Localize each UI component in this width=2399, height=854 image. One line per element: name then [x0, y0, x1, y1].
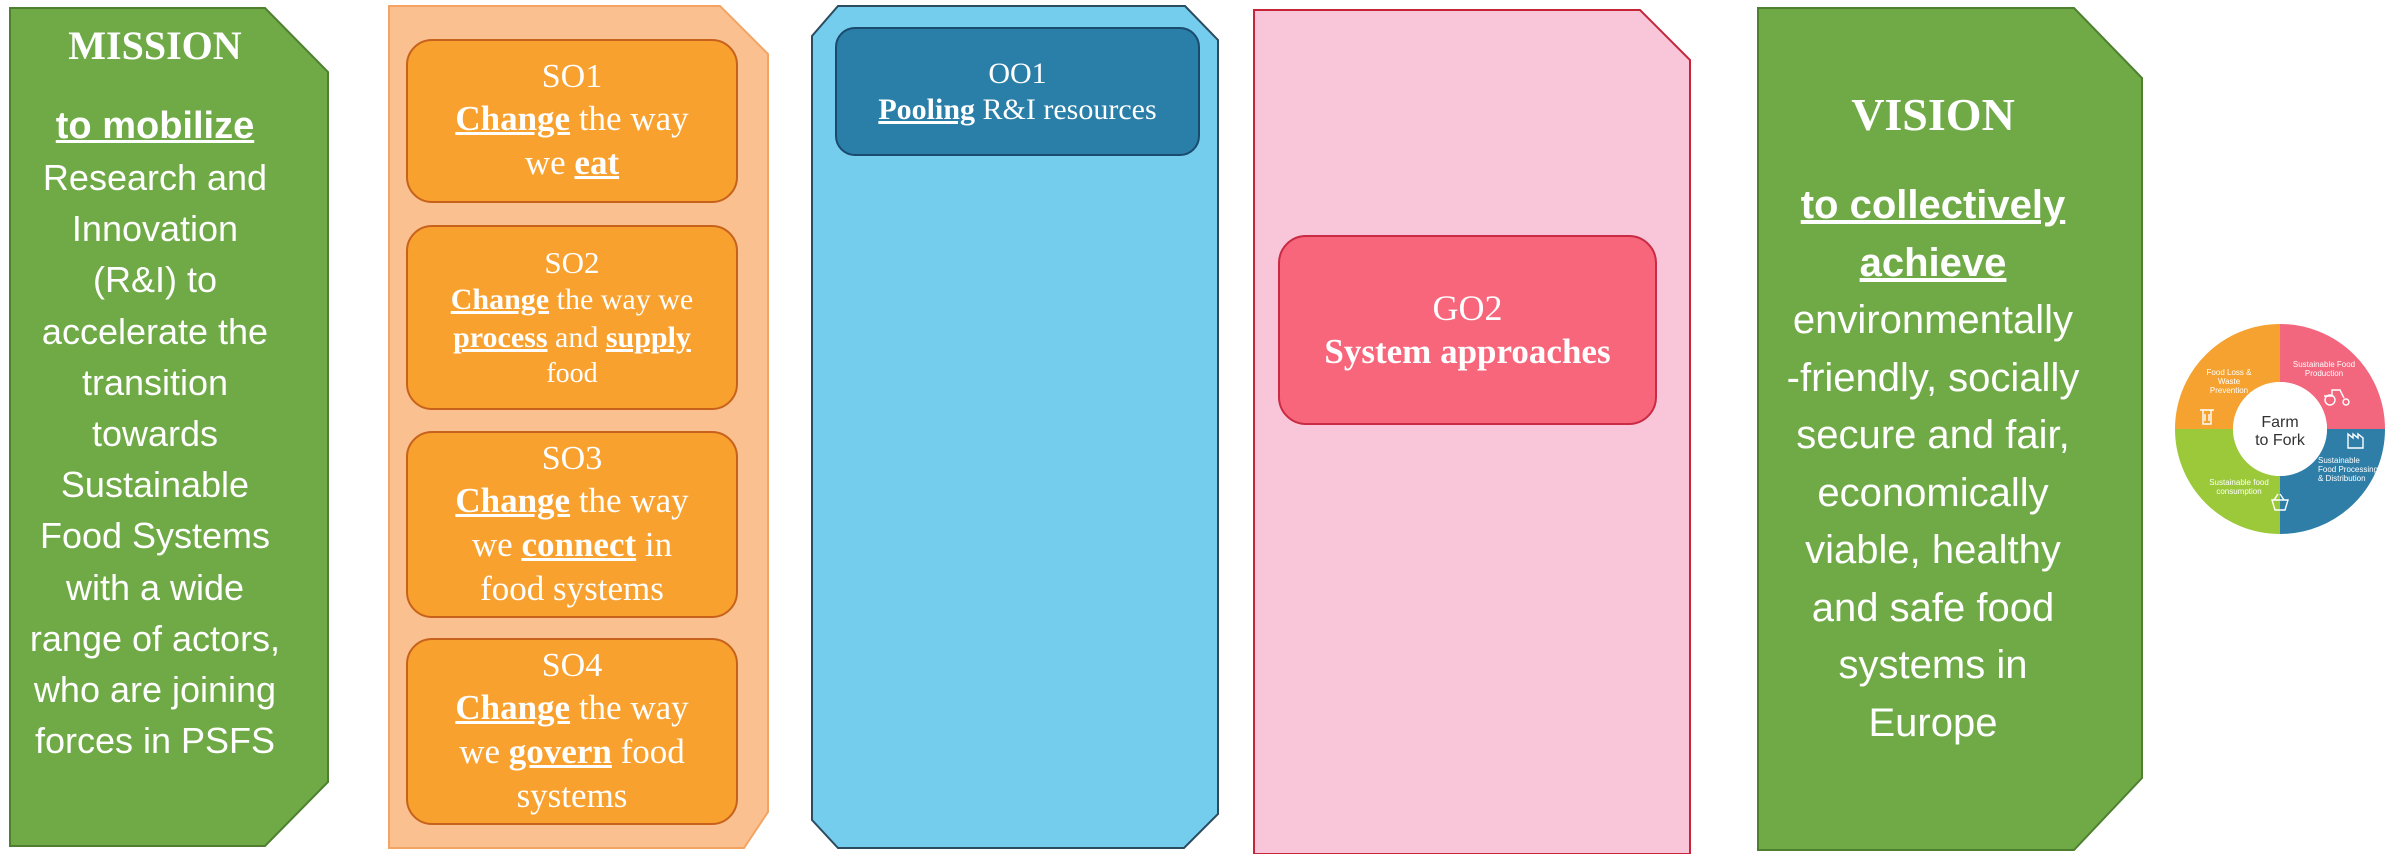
so3-title: SO3 [541, 439, 603, 477]
vision-body: environmentally -friendly, socially secu… [1758, 292, 2108, 752]
so1-keyword-change: Change [455, 99, 571, 138]
vision-arrow-shape [1757, 7, 2143, 851]
so2-line1-rest: the way we [549, 282, 694, 316]
mission-text: MISSION to mobilize Research and Innovat… [0, 20, 310, 766]
vision-line: systems in [1838, 643, 2028, 687]
vision-line: environmentally [1792, 298, 2074, 342]
so4-line2-pre: we [459, 731, 509, 771]
so3-line1-rest: the way [570, 480, 689, 520]
so3-keyword-connect: connect [521, 524, 637, 564]
bin-icon [2200, 409, 2214, 425]
so4-line2-rest: food [611, 731, 685, 771]
so4-keyword-change: Change [455, 687, 571, 727]
operational-objectives-column [800, 0, 1230, 854]
so1-box: SO1 Change the way we eat [406, 39, 738, 203]
so3-line3: food systems [480, 568, 664, 608]
vision-lead-line2: achieve [1859, 241, 2007, 285]
mission-panel: MISSION to mobilize Research and Innovat… [0, 0, 340, 854]
so4-keyword-govern: govern [508, 731, 612, 771]
f2f-label-waste-wrap: Food Loss & Waste Prevention [2206, 368, 2252, 395]
so-column-shape [388, 5, 769, 849]
oo1-title: OO1 [988, 56, 1047, 90]
oo1-keyword-pooling: Pooling [878, 92, 976, 126]
vision-line: economically [1817, 470, 2049, 515]
vision-line: viable, healthy [1805, 528, 2061, 572]
farm-to-fork-center [2233, 382, 2327, 476]
basket-icon [2271, 493, 2289, 511]
vision-line: -friendly, socially [1786, 355, 2080, 400]
vision-panel [1740, 0, 2160, 854]
vision-lead: to collectively achieve [1758, 176, 2108, 292]
tractor-icon [2324, 389, 2350, 406]
vision-line: secure and fair, [1796, 413, 2070, 457]
farm-to-fork-ring: Farm to Fork Sustainable Food Production… [2175, 324, 2385, 534]
oo1-box: OO1 Pooling R&I resources [835, 27, 1200, 156]
so1-line2-pre: we [524, 143, 575, 182]
factory-icon [2347, 432, 2364, 449]
so2-title: SO2 [544, 244, 600, 280]
f2f-label-consumption: Sustainable food consumption [2209, 478, 2269, 496]
so2-box: SO2 Change the way we process and supply… [406, 225, 738, 410]
vision-text: VISION to collectively achieve environme… [1758, 80, 2108, 752]
oo-column-shape [811, 5, 1219, 849]
so1-title: SO1 [541, 58, 603, 95]
general-objectives-column [1240, 0, 1700, 854]
go2-box: GO2 System approaches [1278, 235, 1657, 425]
mission-lead: to mobilize [55, 105, 255, 147]
farm-to-fork-logo: Farm to Fork Sustainable Food Production… [2170, 318, 2390, 540]
so2-keyword-supply: supply [605, 320, 691, 354]
go-column-shape [1253, 9, 1691, 854]
f2f-label-processing-wrap: Sustainable Food Processing & Distributi… [2318, 456, 2379, 483]
so3-line2-rest: in [636, 524, 673, 564]
specific-objectives-column [380, 0, 780, 854]
f2f-label-processing: Sustainable Food Processing & Distributi… [2318, 456, 2379, 483]
f2f-label-consumption-wrap: Sustainable food consumption [2209, 478, 2269, 496]
f2f-center-line2: to Fork [2255, 432, 2306, 449]
oo1-rest: R&I resources [975, 92, 1157, 126]
so1-keyword-eat: eat [574, 143, 620, 182]
so4-box: SO4 Change the way we govern food system… [406, 638, 738, 825]
so2-line2-mid: and [547, 320, 606, 354]
vision-title: VISION [1851, 89, 2015, 140]
vision-line: Europe [1868, 700, 1998, 745]
f2f-label-production: Sustainable Food Production [2292, 360, 2356, 378]
vision-lead-line1: to collectively [1800, 183, 2066, 227]
mission-body: Research and Innovation (R&I) to acceler… [29, 157, 281, 762]
so3-keyword-change: Change [455, 480, 571, 520]
so2-keyword-change: Change [450, 282, 550, 316]
vision-line: and safe food [1811, 585, 2055, 630]
f2f-center-line1: Farm [2261, 414, 2298, 431]
so4-line3: systems [516, 775, 628, 815]
mission-arrow-shape [9, 7, 329, 847]
so3-line2-pre: we [471, 524, 522, 564]
f2f-label-production-wrap: Sustainable Food Production [2292, 360, 2356, 378]
so1-line1-rest: the way [570, 99, 689, 138]
so2-keyword-process: process [453, 320, 548, 354]
go2-title: GO2 [1432, 288, 1503, 328]
so3-box: SO3 Change the way we connect in food sy… [406, 431, 738, 618]
go2-label: System approaches [1324, 332, 1611, 371]
so4-line1-rest: the way [570, 687, 689, 727]
mission-title: MISSION [68, 23, 242, 68]
segment-waste-prevention [2175, 324, 2385, 534]
f2f-label-waste: Food Loss & Waste Prevention [2206, 368, 2252, 395]
so4-title: SO4 [541, 646, 603, 684]
so2-line3: food [546, 357, 598, 389]
